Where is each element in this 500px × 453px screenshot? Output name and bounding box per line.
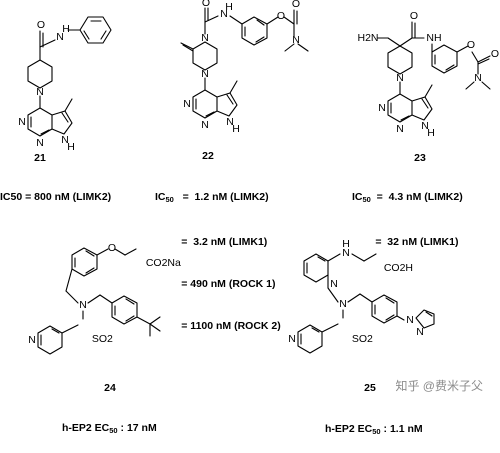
atom-n-pyrimidine-2: N — [36, 137, 44, 149]
atom-h-pyrrole: H — [232, 123, 240, 135]
atom-n-sulfonamide: N — [339, 298, 347, 310]
watermark-text: 知乎 @费米子父 — [392, 376, 486, 395]
atom-n-carbamate: N — [474, 72, 482, 84]
activity-line: IC50 = 1.2 nM (LIMK2) — [155, 191, 269, 204]
atom-n-piperidine: N — [396, 72, 404, 84]
atom-o-carbonyl: O — [292, 0, 300, 10]
compound-21-activity: IC50 = 800 nM (LIMK2) — [0, 162, 111, 218]
compound-22-activity: IC50 = 1.2 nM (LIMK2) = 3.2 nM (LIMK1) =… — [155, 162, 281, 347]
atom-h2n: H2N — [357, 32, 378, 44]
group-co2na: CO2Na — [145, 257, 181, 269]
atom-n-carbamate: N — [292, 34, 300, 46]
atom-n-pyrimidine-1: N — [18, 116, 26, 128]
atom-n-pyrrole: N — [226, 116, 234, 128]
atom-o: O — [37, 19, 45, 31]
structure-compound-23: O NH H2N N O O N N N N H — [357, 10, 499, 139]
structure-compound-25: N H N N N N N — [288, 238, 435, 354]
compound-number-24: 24 — [104, 382, 116, 394]
atom-o-ester: O — [467, 39, 475, 51]
atom-o-amide: O — [410, 10, 418, 22]
group-so2-24: SO2 — [91, 333, 113, 345]
atom-n-pyrimidine-2: N — [201, 119, 209, 131]
atom-n-pyrrole: N — [61, 134, 69, 146]
atom-n-pyrimidine-1: N — [378, 102, 386, 114]
atom-o-carbonyl: O — [491, 48, 499, 60]
atom-nh: NH — [426, 32, 441, 44]
activity-line: = 3.2 nM (LIMK1) — [155, 236, 268, 248]
activity-line: h-EP2 EC50 : 1.1 nM — [325, 423, 423, 436]
group-co2h: CO2H — [383, 262, 414, 274]
activity-line: = 1100 nM (ROCK 2) — [155, 320, 281, 332]
atom-h-amine: H — [342, 238, 350, 250]
compound-number-25: 25 — [364, 382, 376, 394]
atom-n-pyridine: N — [28, 334, 36, 346]
compound-number-23: 23 — [414, 152, 426, 164]
atom-nh-h: H — [225, 1, 233, 13]
activity-line: h-EP2 EC50 : 17 nM — [62, 422, 157, 435]
compound-number-22: 22 — [202, 150, 214, 162]
atom-n-pyrrole: N — [421, 120, 429, 132]
group-so2-25: SO2 — [351, 333, 373, 345]
activity-line: IC50 = 800 nM (LIMK2) — [0, 191, 112, 203]
atom-nh-h: H — [62, 23, 70, 35]
activity-line: = 490 nM (ROCK 1) — [155, 278, 276, 290]
atom-n-piperazine-bottom: N — [201, 68, 209, 80]
atom-o-amide: O — [202, 0, 210, 9]
structure-compound-22: O N H O O N N N N N N H — [180, 0, 309, 135]
atom-h-pyrrole: H — [67, 141, 75, 153]
atom-n-pyridine-2: N — [330, 278, 338, 290]
activity-line: = 32 nM (LIMK1) — [352, 236, 459, 248]
atom-nh-n: N — [220, 8, 228, 20]
structure-compound-24: O N N — [28, 242, 161, 355]
atom-n-amine: N — [342, 247, 350, 259]
atom-o-ester: O — [277, 10, 285, 22]
atom-n-pyrimidine-2: N — [396, 123, 404, 135]
compound-23-activity: IC50 = 4.3 nM (LIMK2) = 32 nM (LIMK1) — [352, 162, 463, 263]
atom-n-pyrimidine-1: N — [183, 98, 191, 110]
atom-n-piperidine: N — [36, 86, 44, 98]
atom-h-pyrrole: H — [427, 127, 435, 139]
atom-n-sulfonamide: N — [79, 299, 87, 311]
compound-number-21: 21 — [34, 152, 46, 164]
compound-25-activity: h-EP2 EC50 : 1.1 nM — [325, 394, 423, 453]
structure-compound-21: O N H N N N N H — [18, 16, 112, 153]
atom-n-piperazine-top: N — [201, 32, 209, 44]
activity-line: IC50 = 4.3 nM (LIMK2) — [352, 191, 463, 204]
atom-o-ether: O — [108, 242, 116, 254]
compound-24-activity: h-EP2 EC50 : 17 nM — [62, 393, 157, 452]
atom-n-pyrazole-1: N — [406, 314, 414, 326]
atom-nh-n: N — [56, 31, 64, 43]
atom-n-pyrazole-2: N — [416, 326, 424, 338]
atom-n-pyridine-3: N — [288, 333, 296, 345]
